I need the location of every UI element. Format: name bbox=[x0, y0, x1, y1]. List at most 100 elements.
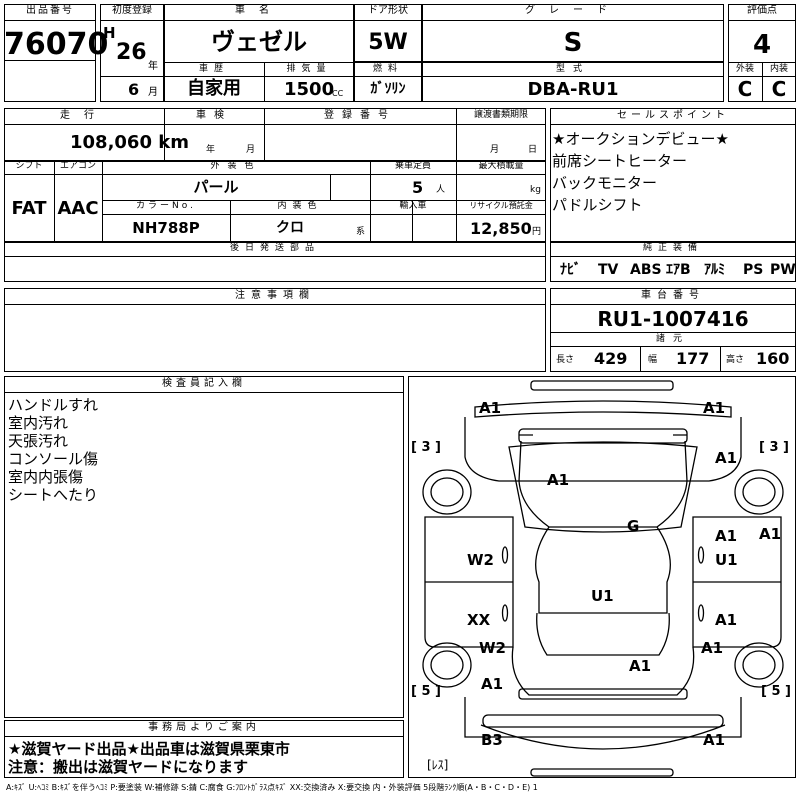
legend: A:ｷｽﾞ U:ﾍｺﾐ B:ｷｽﾞを伴うﾍｺﾐ P:要塗装 W:補修跡 S:錆 … bbox=[6, 783, 538, 792]
lot-number-label: 出品番号 bbox=[26, 5, 74, 16]
plate-label: 登録番号 bbox=[324, 110, 396, 121]
mark-roof: G bbox=[627, 517, 640, 535]
car-name-cell bbox=[164, 4, 354, 102]
capacity-unit: 人 bbox=[436, 185, 446, 195]
length-label: 長さ bbox=[556, 355, 575, 365]
equip-abs: ABS bbox=[630, 262, 662, 278]
grade: S bbox=[563, 28, 583, 58]
mileage-block bbox=[4, 108, 546, 162]
grade-label: グレード bbox=[525, 5, 621, 16]
score-label: 評価点 bbox=[747, 5, 777, 16]
office-label: 事務局よりご案内 bbox=[148, 722, 260, 733]
tire-rl-depth: [ 5 ] bbox=[411, 684, 441, 699]
displacement: 1500 bbox=[284, 79, 335, 100]
interior-color: クロ bbox=[276, 220, 304, 236]
inspector-note-2: 室内汚れ bbox=[8, 414, 69, 432]
inspector-note-5: 室内内張傷 bbox=[8, 468, 84, 486]
history: 自家用 bbox=[187, 78, 241, 99]
capacity-label: 乗車定員 bbox=[394, 161, 431, 171]
fuel: ｶﾞｿﾘﾝ bbox=[370, 81, 406, 97]
door-label: ドア形状 bbox=[368, 5, 408, 16]
sales-points-label: セールスポイント bbox=[617, 110, 729, 121]
fuel-label: 燃料 bbox=[372, 64, 403, 74]
exterior-grade: C bbox=[737, 77, 753, 101]
car-outline bbox=[422, 380, 784, 777]
sales-point-3: バックモニター bbox=[552, 174, 658, 192]
height-label: 高さ bbox=[726, 355, 745, 365]
recycle-label: リサイクル預託金 bbox=[469, 201, 533, 210]
first-reg-cell bbox=[100, 4, 164, 102]
grade-cell bbox=[422, 4, 724, 62]
office-box bbox=[4, 720, 404, 778]
year-unit: 年 bbox=[148, 61, 158, 72]
mark-front-left: A1 bbox=[479, 399, 502, 417]
transfer-month: 月 bbox=[490, 145, 500, 155]
inspection-year: 年 bbox=[206, 145, 216, 155]
inspector-note-1: ハンドルすれ bbox=[8, 396, 99, 414]
air-conditioner: AAC bbox=[57, 198, 99, 219]
score: 4 bbox=[752, 30, 772, 60]
inspector-note-3: 天張汚れ bbox=[8, 432, 69, 450]
year: 26 bbox=[116, 40, 147, 65]
inspector-note-6: シートへたり bbox=[8, 486, 99, 504]
displacement-unit: CC bbox=[332, 89, 344, 98]
load-label: 最大積載量 bbox=[478, 161, 524, 171]
mileage-label: 走行 bbox=[60, 110, 108, 121]
mark-trunk: A1 bbox=[629, 657, 652, 675]
mark-rear-bumper-right: A1 bbox=[703, 731, 726, 749]
mark-fender-right: A1 bbox=[715, 449, 738, 467]
transfer-day: 日 bbox=[528, 145, 538, 155]
import-label: 輸入車 bbox=[399, 201, 427, 211]
dims-label: 諸元 bbox=[655, 334, 690, 344]
office-line-2: 注意：搬出は滋賀ヤードになります bbox=[8, 758, 249, 776]
later-parts-label: 後日発送部品 bbox=[229, 243, 320, 253]
equip-alloy: ｱﾙﾐ bbox=[704, 262, 725, 278]
chassis-number: RU1-1007416 bbox=[597, 307, 749, 331]
door-cell bbox=[354, 4, 422, 62]
mark-right-door: A1 bbox=[715, 527, 738, 545]
history-label: 車歴 bbox=[198, 64, 229, 74]
chassis-box bbox=[550, 288, 796, 372]
tire-fr-depth: [ 3 ] bbox=[759, 440, 789, 455]
inspection-month: 月 bbox=[246, 145, 256, 155]
mark-right-lower: A1 bbox=[715, 611, 738, 629]
equip-airbag: ｴｱB bbox=[666, 262, 691, 278]
mark-hood: A1 bbox=[547, 471, 570, 489]
first-reg-label: 初度登録 bbox=[112, 5, 152, 16]
mark-rear-bumper-left: B3 bbox=[481, 731, 503, 749]
displacement-label: 排気量 bbox=[286, 64, 332, 74]
condition-diagram: A1 A1 [ 3 ] [ 3 ] A1 A1 G A1 A1 W2 U1 U1… bbox=[408, 376, 796, 778]
sales-points-box bbox=[550, 108, 796, 242]
load-unit: kg bbox=[530, 185, 541, 195]
int-color-label: 内装色 bbox=[277, 201, 323, 211]
equip-pw: PW bbox=[770, 262, 796, 278]
equipment-label: 純正装備 bbox=[642, 243, 703, 253]
inspector-label: 検査員記入欄 bbox=[162, 378, 246, 389]
color-number: NH788P bbox=[132, 219, 200, 237]
color-no-label: カラーNo. bbox=[136, 201, 196, 211]
tire-fl-depth: [ 3 ] bbox=[411, 440, 441, 455]
height-value: 160 bbox=[756, 349, 790, 368]
mark-right-outer: A1 bbox=[759, 525, 782, 543]
interior-grade: C bbox=[771, 77, 787, 101]
inspector-box bbox=[4, 376, 404, 718]
mileage: 108,060 km bbox=[70, 132, 189, 153]
interior-color-unit: 系 bbox=[356, 227, 366, 237]
notes-box bbox=[4, 288, 546, 372]
equipment-box bbox=[550, 242, 796, 282]
mark-front-right: A1 bbox=[703, 399, 726, 417]
spec-block bbox=[4, 160, 546, 242]
mark-left-door-upper: W2 bbox=[467, 551, 494, 569]
equip-nav: ﾅﾋﾞ bbox=[560, 262, 581, 278]
inspection-label: 車検 bbox=[196, 110, 232, 121]
mark-right-u1: U1 bbox=[715, 551, 738, 569]
shift-label: シフト bbox=[15, 161, 43, 171]
car-name-label: 車名 bbox=[235, 5, 283, 16]
model-label: 型式 bbox=[555, 64, 590, 74]
model-code: DBA-RU1 bbox=[527, 79, 619, 100]
width-label: 幅 bbox=[648, 355, 658, 365]
mark-center-roof: U1 bbox=[591, 587, 614, 605]
era: H bbox=[103, 24, 116, 42]
equip-tv: TV bbox=[598, 262, 619, 278]
recycle-unit: 円 bbox=[532, 227, 542, 237]
